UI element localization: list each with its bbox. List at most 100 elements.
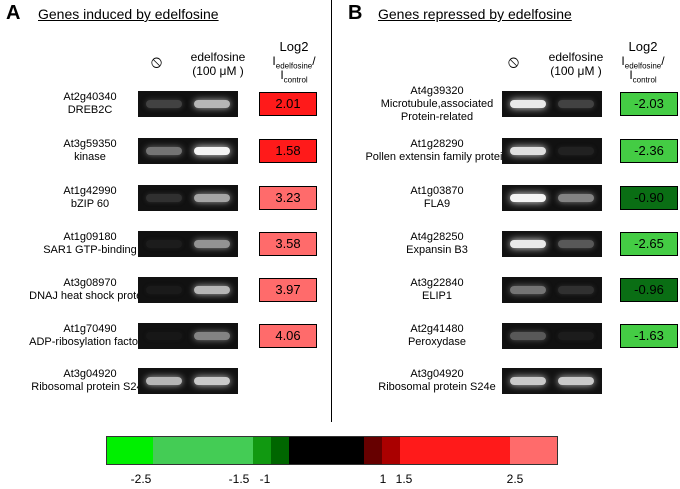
gene-name: Ribosomal protein S24e (378, 381, 496, 393)
treatment-band (558, 240, 594, 248)
panel-a-ratio-denominator: Icontrol (254, 68, 334, 85)
color-scale-tick-label: -2.5 (130, 472, 152, 486)
color-scale-segment (253, 437, 271, 464)
gene-id: At3g04920 (410, 368, 464, 380)
control-band (146, 332, 182, 340)
gene-id: At3g04920 (63, 368, 117, 380)
panel-a-treatment-header: edelfosine (100 μM ) (178, 50, 258, 78)
panel-a-ratio-numerator: Iedelfosine/ (254, 54, 334, 70)
gene-id: At1g28290 (410, 138, 464, 150)
gel-band-image (502, 231, 602, 257)
treatment-band (194, 377, 230, 385)
log2-ratio-box: 4.06 (259, 324, 317, 348)
ratio-sub-edelfosine: edelfosine (624, 61, 662, 71)
color-scale-segment (510, 437, 557, 464)
control-band (146, 377, 182, 385)
control-band (510, 286, 546, 294)
color-scale-segment (382, 437, 400, 464)
gene-name: ELIP1 (422, 290, 452, 302)
gel-band-image (138, 185, 238, 211)
panel-divider (331, 0, 332, 422)
panel-b-letter: B (348, 2, 363, 24)
gel-band-image (138, 323, 238, 349)
log2-ratio-box: -0.96 (620, 278, 678, 302)
control-band (510, 100, 546, 108)
ratio-slash: / (312, 54, 316, 68)
panel-a-control-symbol: ⦸ (151, 52, 163, 71)
gene-name: Peroxydase (407, 336, 467, 348)
color-scale-tick-label: 1.5 (395, 472, 413, 486)
gene-id: At1g03870 (410, 185, 464, 197)
panel-b-title: Genes repressed by edelfosine (378, 6, 572, 22)
gene-id: At4g28250 (410, 231, 464, 243)
treatment-band (558, 147, 594, 155)
control-band (146, 100, 182, 108)
gene-name: DNAJ heat shock protein (29, 290, 151, 302)
panel-b-treatment-name: edelfosine (548, 50, 604, 64)
gene-id: At3g08970 (63, 277, 117, 289)
control-band (510, 240, 546, 248)
panel-b-ratio-numerator: Iedelfosine/ (606, 54, 680, 71)
color-scale-segment (364, 437, 382, 464)
gel-band-image (502, 91, 602, 117)
ratio-sub-control: control (283, 75, 308, 85)
gene-name: SAR1 GTP-binding (43, 244, 137, 256)
panel-b-treatment-dose: (100 μM ) (550, 64, 602, 78)
control-band (146, 194, 182, 202)
panel-b-log2-label: Log2 (628, 39, 658, 54)
ratio-i: I (629, 68, 633, 82)
gel-band-image (502, 138, 602, 164)
panel-b-treatment-header: edelfosine (100 μM ) (536, 50, 616, 78)
gene-id: At3g22840 (410, 277, 464, 289)
color-scale-tick-label: 1 (379, 472, 387, 486)
gel-band-image (138, 91, 238, 117)
panel-b-log2-header: Log2 Iedelfosine/ Icontrol (606, 39, 680, 84)
control-band (146, 240, 182, 248)
gel-band-image (138, 368, 238, 394)
color-scale-segment (153, 437, 253, 464)
log2-ratio-box: 3.97 (259, 278, 317, 302)
control-band (146, 147, 182, 155)
color-scale-segment (289, 437, 364, 464)
panel-a-log2-label: Log2 (279, 39, 309, 54)
log2-ratio-box: 1.58 (259, 139, 317, 163)
gene-id: At2g40340 (63, 91, 117, 103)
gene-name: Microtubule,associated (380, 97, 494, 110)
gel-band-image (138, 277, 238, 303)
panel-a-log2-header: Log2 Iedelfosine/ Icontrol (254, 39, 334, 85)
ratio-slash: / (661, 54, 665, 68)
log2-ratio-box: 2.01 (259, 92, 317, 116)
log2-ratio-box: -2.65 (620, 232, 678, 256)
treatment-band (558, 377, 594, 385)
log2-ratio-box: -1.63 (620, 324, 678, 348)
gel-band-image (138, 231, 238, 257)
panel-b-control-symbol: ⦸ (508, 52, 520, 71)
color-scale-bar (106, 436, 558, 465)
ratio-i: I (272, 54, 276, 68)
color-scale-segment (400, 437, 510, 464)
log2-ratio-box: -0.90 (620, 186, 678, 210)
color-scale-segment (271, 437, 289, 464)
log2-ratio-box: -2.36 (620, 139, 678, 163)
treatment-band (558, 100, 594, 108)
gene-name: FLA9 (423, 198, 451, 210)
treatment-band (194, 286, 230, 294)
panel-a-letter: A (6, 2, 21, 24)
treatment-band (558, 286, 594, 294)
gene-name: Expansin B3 (406, 244, 468, 256)
color-scale-segment (107, 437, 153, 464)
log2-ratio-box: 3.58 (259, 232, 317, 256)
treatment-band (194, 100, 230, 108)
gene-name: kinase (74, 151, 106, 163)
